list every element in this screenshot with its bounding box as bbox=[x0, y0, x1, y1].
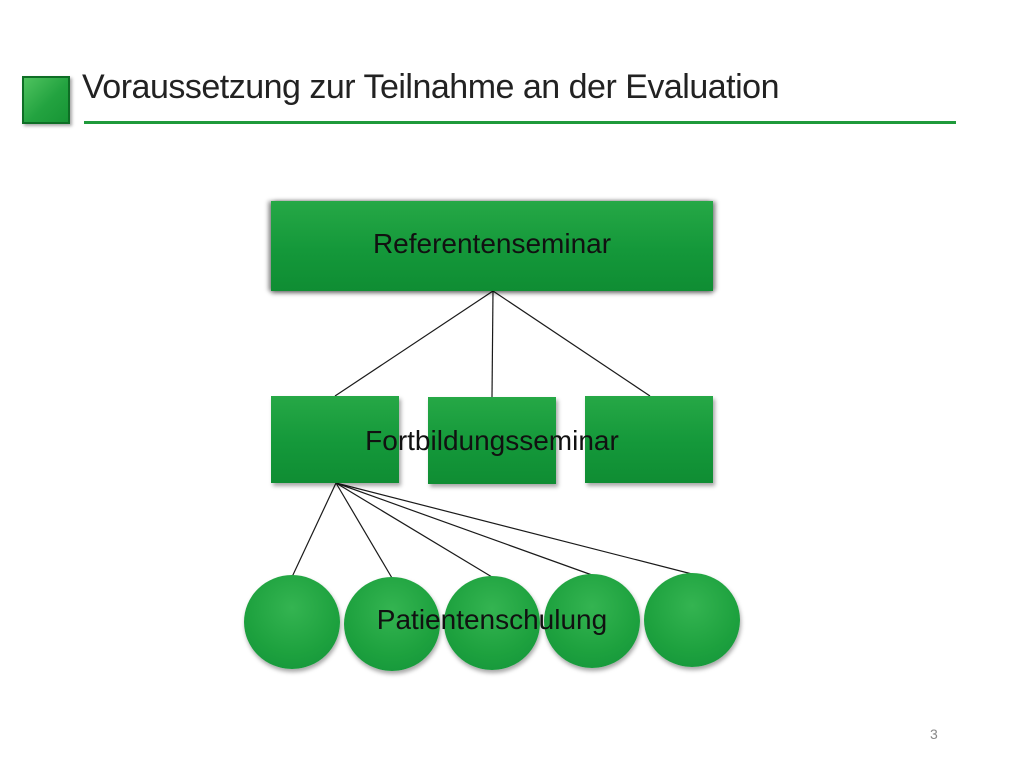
top-node-label: Referentenseminar bbox=[372, 228, 612, 259]
middle-node-box-1 bbox=[271, 396, 399, 483]
connector-mid-to-bottom-5 bbox=[335, 482, 693, 575]
bottom-node-circle-4 bbox=[544, 574, 640, 668]
connector-top-to-mid-1 bbox=[334, 290, 494, 397]
connector-mid-to-bottom-2 bbox=[335, 482, 393, 579]
connector-mid-to-bottom-3 bbox=[335, 482, 493, 578]
connector-top-to-mid-3 bbox=[492, 290, 651, 397]
slide-title: Voraussetzung zur Teilnahme an der Evalu… bbox=[82, 68, 780, 106]
connector-top-to-mid-2 bbox=[491, 290, 494, 398]
connector-mid-to-bottom-4 bbox=[335, 482, 593, 576]
middle-node-box-3 bbox=[585, 396, 713, 483]
bottom-node-label: Patientenschulung bbox=[376, 604, 608, 635]
bottom-node-circle-3 bbox=[444, 576, 540, 670]
page-number: 3 bbox=[930, 726, 938, 742]
middle-node-box-2 bbox=[428, 397, 556, 484]
top-node-box bbox=[271, 201, 713, 291]
middle-node-label: Fortbildungsseminar bbox=[365, 425, 619, 456]
bottom-node-circle-2 bbox=[344, 577, 440, 671]
connector-mid-to-bottom-1 bbox=[291, 482, 337, 578]
bottom-node-circle-1 bbox=[244, 575, 340, 669]
bottom-node-circle-5 bbox=[644, 573, 740, 667]
title-bullet-square-icon bbox=[22, 76, 70, 124]
title-underline bbox=[84, 121, 956, 124]
